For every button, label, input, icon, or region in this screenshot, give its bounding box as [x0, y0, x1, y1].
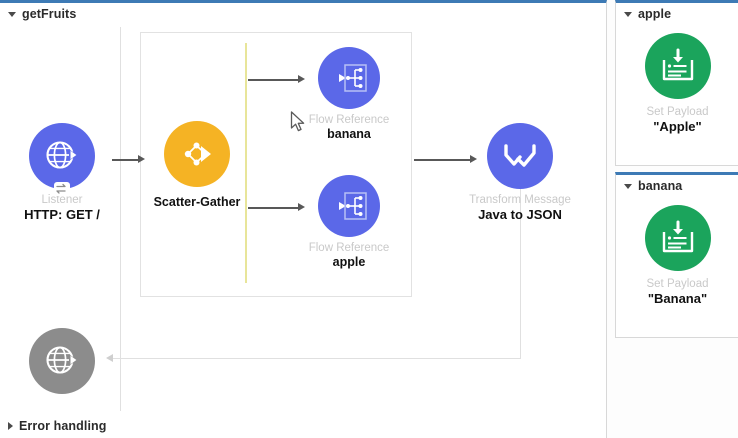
flow-return-horizontal-line: [112, 358, 521, 359]
node-type-label: Set Payload: [646, 106, 709, 118]
error-handling-label: Error handling: [19, 419, 107, 433]
node-set-payload-banana[interactable]: Set Payload "Banana": [616, 205, 738, 307]
error-handling-section[interactable]: Error handling: [0, 415, 107, 437]
node-set-payload-apple[interactable]: Set Payload "Apple": [616, 33, 738, 135]
node-name-label: apple: [332, 255, 366, 269]
flow-header-apple[interactable]: apple: [616, 3, 671, 25]
flow-return-arrowhead: [106, 354, 113, 362]
node-name-label: Scatter-Gather: [153, 195, 241, 209]
connector-scatter-to-transform-arrow: [470, 155, 477, 163]
connector-route-to-banana: [248, 79, 300, 81]
node-name-label: HTTP: GET /: [24, 207, 100, 222]
sub-flow-panel-apple: apple Set Payload "Apple": [615, 0, 738, 166]
node-flow-reference-apple[interactable]: Flow Reference apple: [284, 175, 414, 270]
flow-return-vertical-line: [520, 158, 521, 358]
sub-flow-panel-banana: banana Set Payload "Banana": [615, 172, 738, 338]
set-payload-icon[interactable]: [644, 33, 711, 99]
node-name-label: "Banana": [647, 291, 708, 306]
connector-route-to-banana-arrow: [298, 75, 305, 83]
flow-reference-icon[interactable]: [318, 47, 380, 109]
connector-route-to-apple-arrow: [298, 203, 305, 211]
node-type-label: Flow Reference: [308, 114, 390, 126]
connector-route-to-apple: [248, 207, 300, 209]
flow-spine-vertical-line: [120, 27, 121, 411]
triangle-down-icon[interactable]: [8, 11, 16, 17]
connector-listener-to-scatter: [112, 159, 140, 161]
node-name-label: banana: [327, 127, 371, 141]
flow-header-banana[interactable]: banana: [616, 175, 682, 197]
connector-listener-to-scatter-arrow: [138, 155, 145, 163]
flow-title: getFruits: [22, 7, 77, 21]
scatter-gather-icon[interactable]: [164, 121, 230, 187]
node-listener[interactable]: Listener HTTP: GET /: [0, 123, 127, 222]
scatter-gather-route-divider: [245, 43, 247, 283]
node-error-listener[interactable]: [0, 328, 127, 394]
triangle-down-icon[interactable]: [624, 183, 632, 189]
connector-scatter-to-transform: [414, 159, 472, 161]
flow-reference-icon[interactable]: [318, 175, 380, 237]
node-transform-message[interactable]: Transform Message Java to JSON: [455, 123, 585, 222]
transform-message-icon[interactable]: [487, 123, 553, 189]
node-type-label: Set Payload: [646, 278, 709, 290]
node-type-label: Listener: [41, 194, 83, 206]
listener-badge-icon: [54, 182, 70, 196]
node-name-label: Java to JSON: [478, 207, 562, 222]
globe-listener-icon[interactable]: [29, 123, 95, 196]
flow-title: banana: [638, 179, 683, 193]
node-name-label: "Apple": [653, 119, 702, 134]
mouse-pointer-icon: [290, 111, 307, 138]
globe-listener-icon[interactable]: [29, 328, 95, 394]
set-payload-icon[interactable]: [644, 205, 711, 271]
main-flow-panel: getFruits Error handling: [0, 0, 607, 438]
triangle-right-icon[interactable]: [8, 422, 13, 430]
triangle-down-icon[interactable]: [624, 11, 632, 17]
flow-title: apple: [638, 7, 672, 21]
flow-header-getfruits[interactable]: getFruits: [0, 3, 76, 25]
node-flow-reference-banana[interactable]: Flow Reference banana: [284, 47, 414, 142]
node-type-label: Transform Message: [469, 194, 571, 206]
node-type-label: Flow Reference: [308, 242, 390, 254]
node-scatter-gather[interactable]: Scatter-Gather: [132, 121, 262, 210]
